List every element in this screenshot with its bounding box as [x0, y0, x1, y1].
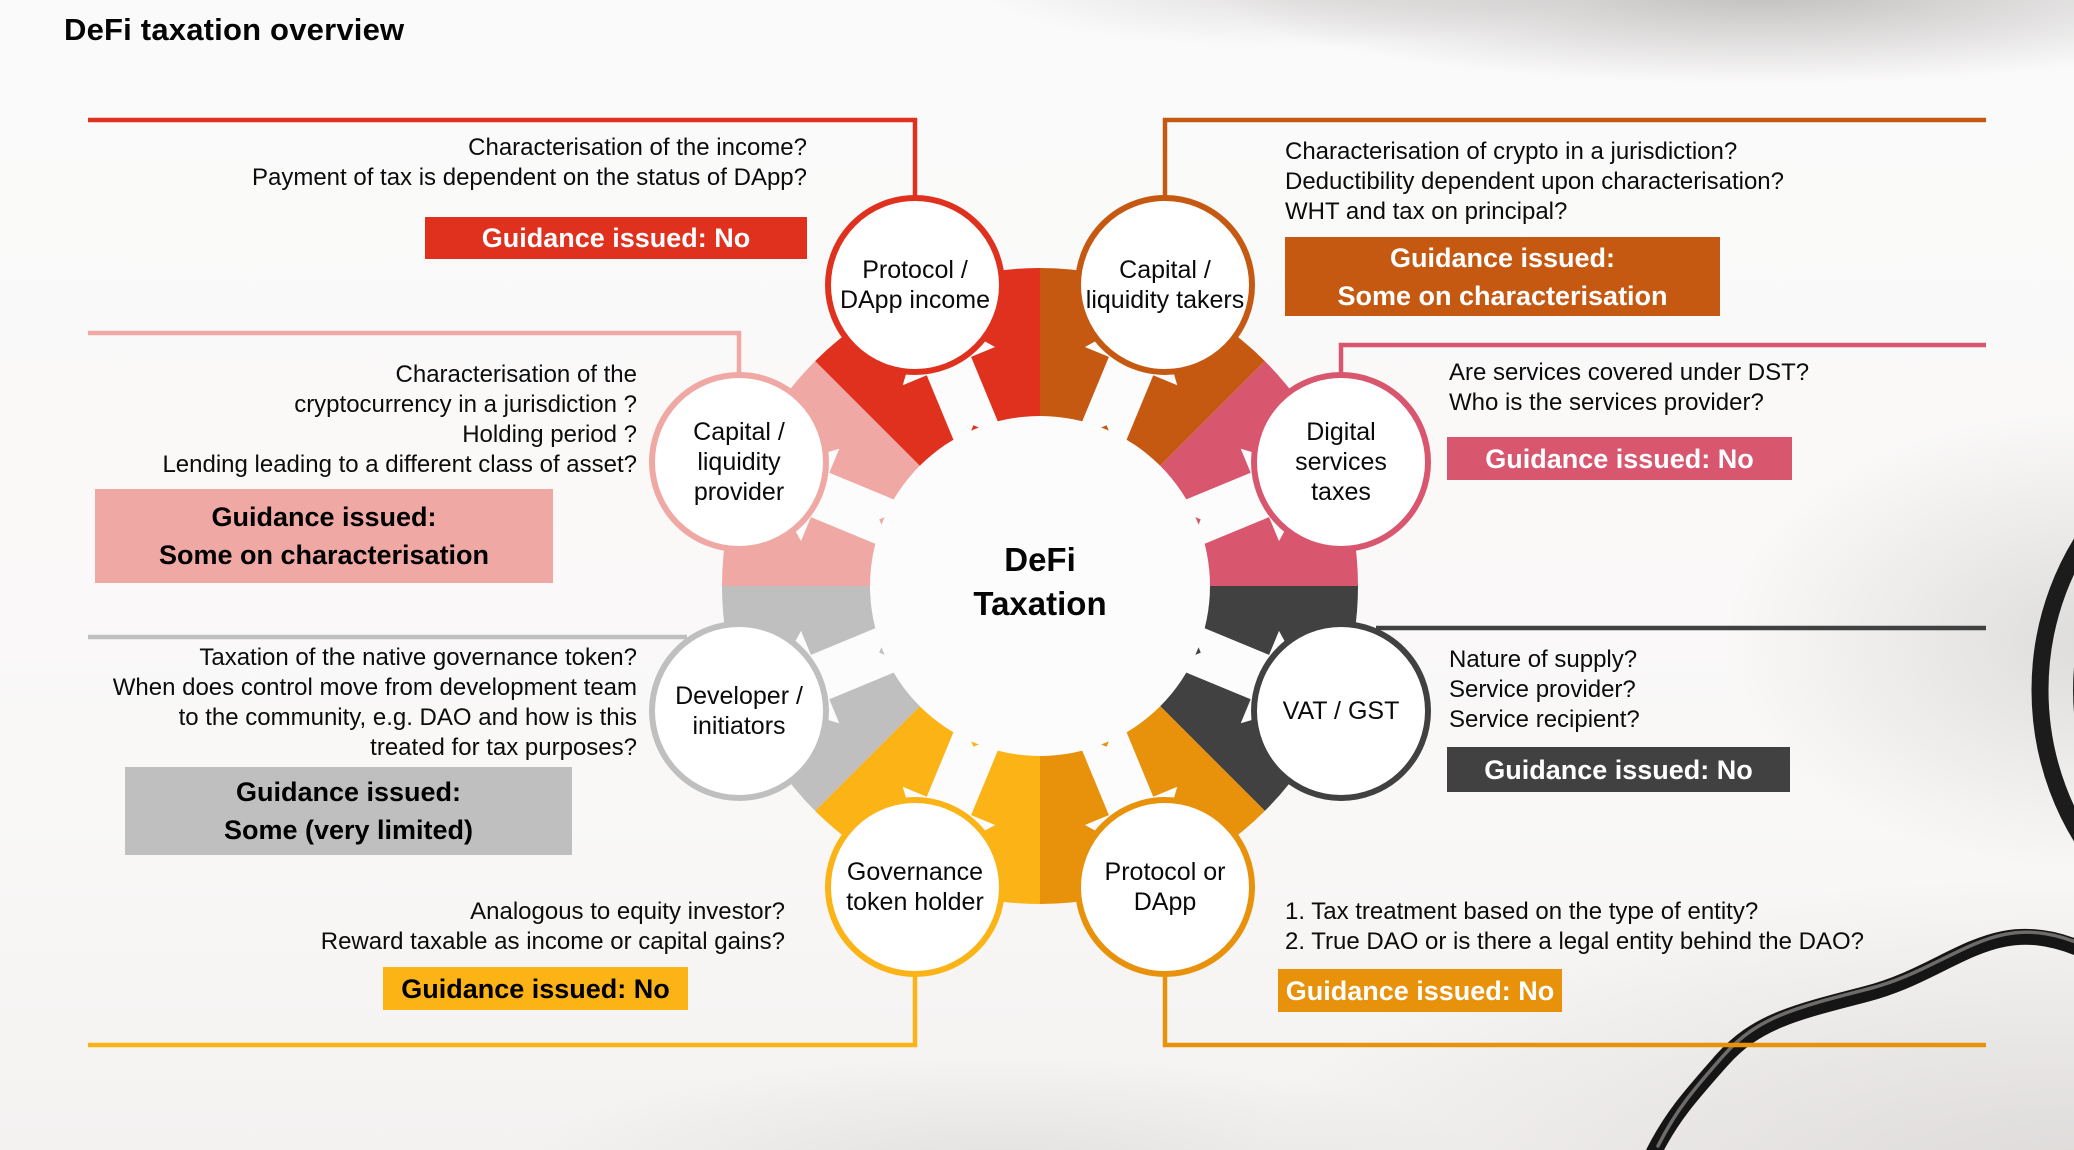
node-label-capital-liquidity-takers: Capital / liquidity takers: [1085, 256, 1245, 314]
connector-governance-token-holder: [88, 975, 918, 1048]
questions-developer-initiators: Taxation of the native governance token?…: [112, 644, 637, 761]
questions-vat-gst: Nature of supply? Service provider? Serv…: [1449, 646, 1640, 733]
node-capital-liquidity-provider: Capital / liquidity provider: [649, 372, 829, 552]
wheel-center-label: DeFi Taxation: [973, 541, 1107, 622]
questions-capital-liquidity-provider: Characterisation of the cryptocurrency i…: [162, 361, 637, 478]
node-capital-liquidity-takers: Capital / liquidity takers: [1075, 195, 1255, 375]
connector-lines: [88, 117, 1986, 1048]
node-protocol-or-dapp: Protocol or DApp: [1075, 797, 1255, 977]
node-developer-initiators: Developer / initiators: [649, 621, 829, 801]
wheel-center-disc: [870, 416, 1210, 756]
questions-protocol-dapp-income: Characterisation of the income? Payment …: [251, 134, 807, 191]
guidance-badge-capital-liquidity-takers: Guidance issued: Some on characterisatio…: [1285, 237, 1720, 316]
questions-protocol-or-dapp: 1. Tax treatment based on the type of en…: [1285, 898, 1864, 955]
questions-digital-services-taxes: Are services covered under DST? Who is t…: [1449, 359, 1810, 416]
guidance-badge-digital-services-taxes: Guidance issued: No: [1447, 437, 1792, 480]
node-label-protocol-dapp-income: Protocol / DApp income: [839, 256, 991, 314]
guidance-badge-protocol-or-dapp: Guidance issued: No: [1278, 969, 1562, 1012]
questions-capital-liquidity-takers: Characterisation of crypto in a jurisdic…: [1285, 138, 1784, 225]
node-governance-token-holder: Governance token holder: [825, 797, 1005, 977]
page-title: DeFi taxation overview: [64, 12, 405, 47]
node-label-protocol-or-dapp: Protocol or DApp: [1104, 858, 1226, 916]
connector-protocol-dapp-income: [88, 117, 918, 197]
connector-capital-liquidity-takers: [1162, 117, 1986, 197]
node-label-developer-initiators: Developer / initiators: [675, 682, 803, 740]
guidance-badge-capital-liquidity-provider: Guidance issued: Some on characterisatio…: [95, 489, 553, 583]
node-label-governance-token-holder: Governance token holder: [846, 858, 984, 916]
node-vat-gst: VAT / GST: [1251, 621, 1431, 801]
node-label-capital-liquidity-provider: Capital / liquidity provider: [693, 418, 785, 506]
headphone-arc-photo: [2031, 538, 2074, 842]
node-label-vat-gst: VAT / GST: [1282, 697, 1400, 725]
cable-photo: [1646, 928, 2074, 1150]
connector-digital-services-taxes: [1338, 342, 1986, 374]
guidance-badge-protocol-dapp-income: Guidance issued: No: [425, 217, 807, 259]
guidance-badge-developer-initiators: Guidance issued: Some (very limited): [125, 767, 572, 855]
questions-governance-token-holder: Analogous to equity investor? Reward tax…: [320, 898, 785, 955]
node-protocol-dapp-income: Protocol / DApp income: [825, 195, 1005, 375]
guidance-badge-vat-gst: Guidance issued: No: [1447, 747, 1790, 792]
node-digital-services-taxes: Digital services taxes: [1251, 372, 1431, 552]
connector-protocol-or-dapp: [1162, 975, 1986, 1048]
guidance-badge-governance-token-holder: Guidance issued: No: [383, 967, 688, 1010]
connector-capital-liquidity-provider: [88, 330, 742, 374]
node-label-digital-services-taxes: Digital services taxes: [1295, 418, 1387, 506]
